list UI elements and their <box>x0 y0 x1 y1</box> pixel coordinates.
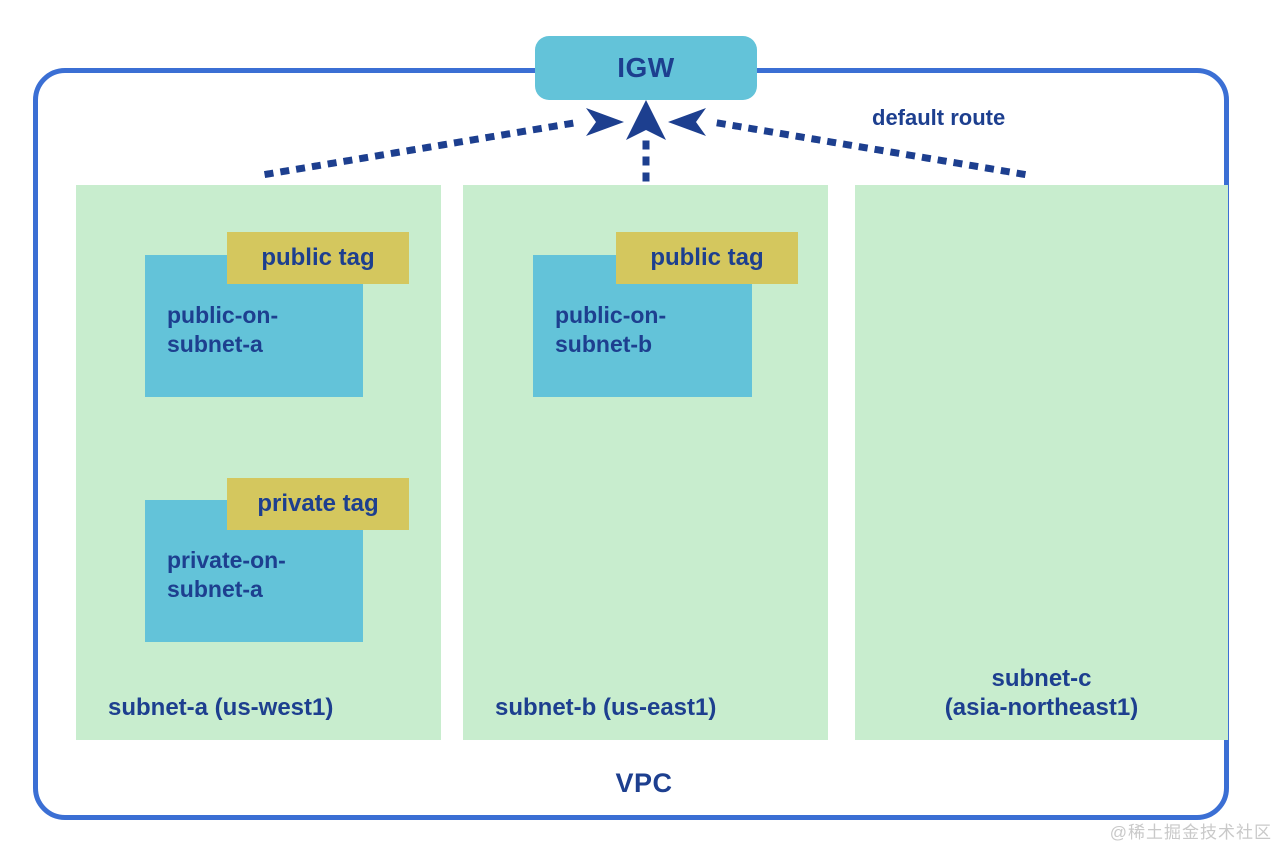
subnet-c-caption: subnet-c (asia-northeast1) <box>855 665 1228 722</box>
vpc-label: VPC <box>615 768 673 798</box>
subnet-c-caption-line2: (asia-northeast1) <box>944 693 1139 721</box>
subnet-b-caption: subnet-b (us-east1) <box>495 693 717 721</box>
tag-public-on-subnet-a[interactable]: public tag <box>227 232 409 284</box>
instance-public-on-subnet-a-label: public-on- subnet-a <box>167 301 278 360</box>
instance-label-line1: public-on- <box>555 302 667 328</box>
subnet-c-container[interactable]: subnet-c (asia-northeast1) <box>855 185 1228 740</box>
tag-label: public tag <box>261 244 375 271</box>
instance-label-line1: public-on- <box>167 302 279 328</box>
tag-label: public tag <box>650 244 764 271</box>
instance-label-line1: private-on- <box>167 547 286 573</box>
tag-private-on-subnet-a[interactable]: private tag <box>227 478 409 530</box>
instance-public-on-subnet-b-label: public-on- subnet-b <box>555 301 666 360</box>
instance-private-on-subnet-a-label: private-on- subnet-a <box>167 546 286 605</box>
instance-label-line2: subnet-b <box>555 331 653 358</box>
internet-gateway-label: IGW <box>617 52 675 83</box>
instance-label-line2: subnet-a <box>167 331 263 358</box>
internet-gateway-node[interactable]: IGW <box>535 36 757 100</box>
subnet-a-caption: subnet-a (us-west1) <box>108 693 334 721</box>
watermark: @稀土掘金技术社区 <box>1109 823 1272 842</box>
subnet-c-caption-line1: subnet-c <box>991 665 1092 693</box>
instance-label-line2: subnet-a <box>167 576 263 603</box>
tag-public-on-subnet-b[interactable]: public tag <box>616 232 798 284</box>
default-route-label: default route <box>872 105 1006 130</box>
tag-label: private tag <box>257 490 379 517</box>
